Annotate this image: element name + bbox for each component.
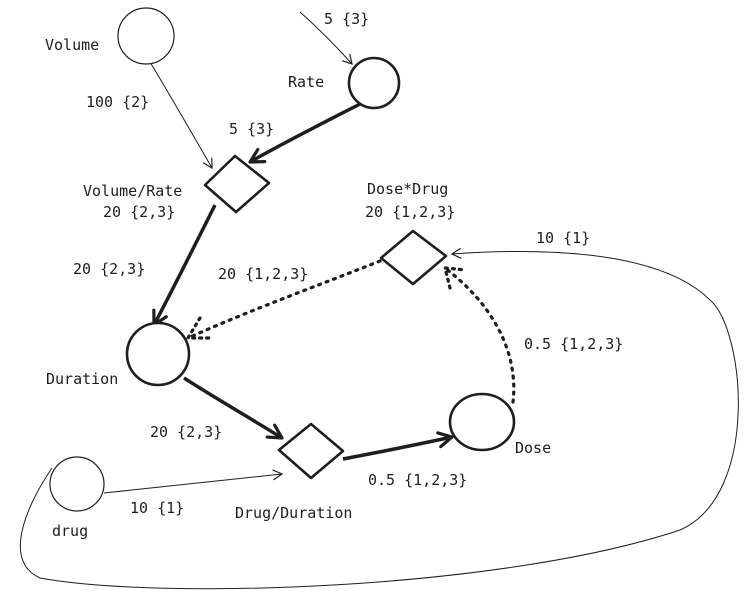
edge-dose-to-dose-drug (443, 266, 516, 404)
node-duration-label: Duration (46, 370, 118, 388)
edge-rate-to-volume-rate (248, 102, 361, 164)
node-duration-circle[interactable] (125, 321, 191, 387)
node-volume-label: Volume (45, 36, 99, 54)
edge-drug-to-drug-duration (103, 469, 284, 494)
edge-label-vr-to-duration: 20 {2,3} (73, 260, 145, 278)
node-drug-circle[interactable] (49, 456, 105, 512)
node-rate-circle[interactable] (347, 56, 401, 110)
node-dose-circle[interactable] (448, 392, 516, 452)
node-dose-drug-label: Dose*Drug (367, 180, 448, 198)
edge-label-dosedrug-to-duration: 20 {1,2,3} (218, 265, 308, 283)
node-drug-duration-label: Drug/Duration (235, 504, 352, 522)
edge-label-into-rate: 5 {3} (324, 10, 369, 28)
edge-dose-to-dose-drug-head (442, 266, 468, 290)
edge-drug-duration-to-dose (342, 431, 454, 461)
node-dose-drug-diamond[interactable] (379, 229, 448, 286)
node-dose-label: Dose (515, 439, 551, 457)
edge-dose-drug-to-duration (186, 259, 382, 340)
node-drug-duration-diamond[interactable] (277, 422, 345, 480)
node-volume-rate-label: Volume/Rate (83, 182, 182, 200)
edge-label-rate-to-vr: 5 {3} (229, 120, 274, 138)
node-dose-drug-value: 20 {1,2,3} (365, 203, 455, 221)
node-volume-rate-diamond[interactable] (203, 154, 271, 214)
edge-duration-to-drug-duration (183, 376, 284, 440)
node-drug-label: drug (52, 522, 88, 540)
edge-label-drug-to-dd: 10 {1} (130, 499, 184, 517)
edge-volume-rate-to-duration (152, 204, 217, 327)
edge-label-dd-to-dose: 0.5 {1,2,3} (368, 471, 467, 489)
edge-label-volume-to-vr: 100 {2} (86, 93, 149, 111)
edge-volume-to-volume-rate (149, 61, 213, 170)
node-volume-circle[interactable] (117, 7, 175, 65)
edge-into-rate (299, 11, 353, 65)
node-volume-rate-value: 20 {2,3} (103, 203, 175, 221)
edge-dose-drug-to-duration-head (185, 316, 214, 340)
edge-label-drug-to-dosedrug: 10 {1} (536, 229, 590, 247)
edge-drug-to-dose-drug (19, 247, 739, 590)
edge-label-duration-to-dd: 20 {2,3} (150, 423, 222, 441)
node-rate-label: Rate (288, 73, 324, 91)
edge-label-dose-to-dosedrug: 0.5 {1,2,3} (524, 335, 623, 353)
